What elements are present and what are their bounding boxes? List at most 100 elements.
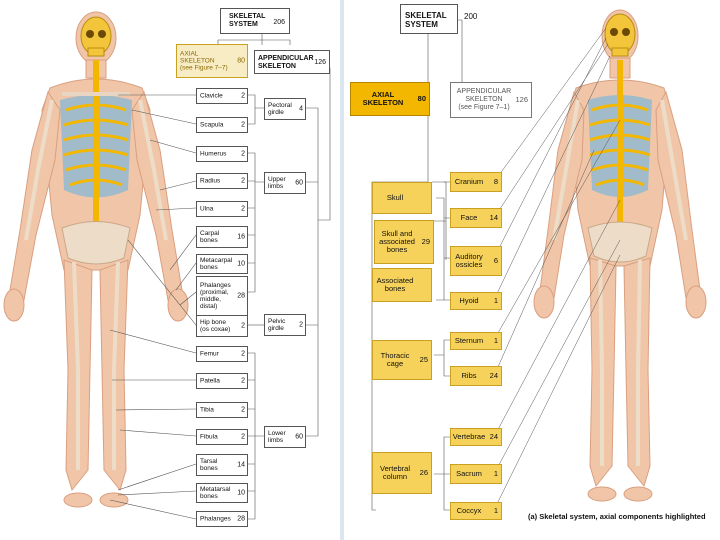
left-bone-label: Phalanges — [200, 515, 231, 523]
left-bone-label: Metacarpal bones — [200, 257, 233, 271]
right-item-box: Hyoid 1 — [450, 292, 502, 310]
left-bone-label: Phalanges (proximal, middle, distal) — [200, 282, 231, 310]
right-group-box: Skull and associated bones 29 — [374, 220, 434, 264]
right-group-box: Skull — [372, 182, 432, 214]
left-bone-box: Radius 2 — [196, 173, 248, 189]
left-bone-count: 10 — [237, 260, 245, 268]
right-group-box: Thoracic cage 25 — [372, 340, 432, 380]
right-item-label: Sacrum — [456, 469, 482, 478]
left-figure — [3, 8, 331, 520]
left-bone-box: Metacarpal bones 10 — [196, 254, 248, 274]
left-bone-label: Scapula — [200, 121, 224, 129]
left-bone-box: Clavicle 2 — [196, 88, 248, 104]
right-item-box: Sacrum 1 — [450, 464, 502, 484]
right-item-count: 1 — [493, 296, 498, 305]
right-item-box: Coccyx 1 — [450, 502, 502, 520]
left-bone-count: 28 — [237, 515, 245, 523]
left-bone-label: Femur — [200, 350, 219, 358]
left-bone-label: Ulna — [200, 205, 214, 213]
left-group-count: 4 — [299, 105, 303, 113]
left-bone-count: 2 — [241, 433, 245, 441]
right-caption: (a) Skeletal system, axial components hi… — [528, 512, 706, 521]
right-skeleton — [552, 13, 688, 466]
right-group-label: Skull — [386, 193, 404, 202]
left-bone-label: Radius — [200, 177, 221, 185]
left-bone-label: Metatarsal bones — [200, 486, 231, 500]
right-panel: SKELETAL SYSTEM 200 AXIAL SKELETON 80 AP… — [344, 0, 720, 540]
left-bone-count: 2 — [241, 377, 245, 385]
right-item-box: Face 14 — [450, 208, 502, 228]
left-bone-label: Tarsal bones — [200, 458, 218, 472]
left-bone-count: 14 — [237, 461, 245, 469]
left-bone-count: 2 — [241, 150, 245, 158]
right-item-count: 1 — [493, 336, 498, 345]
left-bone-count: 28 — [237, 292, 245, 300]
left-skeletal-system-title: SKELETAL SYSTEM — [229, 13, 266, 28]
right-figure — [371, 9, 707, 511]
left-group-label: Upper limbs — [268, 176, 286, 190]
right-item-count: 24 — [489, 371, 498, 380]
left-bone-label: Hip bone (os coxae) — [200, 319, 231, 333]
right-group-count: 26 — [419, 468, 428, 477]
left-bone-count: 16 — [237, 233, 245, 241]
panel-divider — [340, 0, 344, 540]
right-item-label: Coccyx — [456, 506, 482, 515]
left-bone-box: Hip bone (os coxae) 2 — [196, 315, 248, 337]
left-group-label: Lower limbs — [268, 430, 286, 444]
right-group-label: Vertebral column — [379, 464, 411, 481]
right-group-label: Skull and associated bones — [379, 229, 415, 254]
left-bone-box: Tibia 2 — [196, 402, 248, 418]
left-bone-count: 2 — [241, 322, 245, 330]
left-bone-count: 2 — [241, 121, 245, 129]
left-bracket-lines — [217, 8, 331, 520]
right-item-count: 1 — [493, 469, 498, 478]
left-bone-count: 2 — [241, 406, 245, 414]
left-bone-count: 2 — [241, 92, 245, 100]
left-bone-count: 2 — [241, 177, 245, 185]
left-skeletal-system-box: SKELETAL SYSTEM 206 — [220, 8, 290, 34]
left-skeleton — [24, 16, 168, 470]
left-bone-count: 2 — [241, 205, 245, 213]
left-group-label: Pelvic girdle — [268, 318, 286, 332]
right-item-label: Face — [460, 213, 478, 222]
right-item-count: 14 — [489, 213, 498, 222]
left-bone-box: Ulna 2 — [196, 201, 248, 217]
left-skeletal-system-count: 206 — [273, 19, 285, 26]
left-bone-label: Humerus — [200, 150, 227, 158]
right-axial-skeleton-box: AXIAL SKELETON 80 — [350, 82, 430, 116]
left-bone-label: Carpal bones — [200, 230, 220, 244]
right-item-count: 6 — [493, 256, 498, 265]
right-item-label: Auditory ossicles — [455, 252, 483, 269]
left-bone-label: Fibula — [200, 433, 218, 441]
left-group-count: 60 — [295, 179, 303, 187]
left-bone-box: Scapula 2 — [196, 117, 248, 133]
right-group-count: 29 — [421, 237, 430, 246]
right-item-count: 1 — [493, 506, 498, 515]
left-appendicular-skeleton-box: APPENDICULAR SKELETON 126 — [254, 50, 330, 74]
right-group-label: Thoracic cage — [380, 351, 410, 368]
left-bone-label: Clavicle — [200, 92, 223, 100]
right-item-box: Sternum 1 — [450, 332, 502, 350]
right-appendicular-skeleton-box: APPENDICULAR SKELETON (see Figure 7–1) 1… — [450, 82, 532, 118]
left-axial-skeleton-box: AXIAL SKELETON (see Figure 7–7) 80 — [176, 44, 248, 78]
left-bone-label: Tibia — [200, 406, 214, 414]
right-item-label: Sternum — [454, 336, 484, 345]
left-group-box: Lower limbs 60 — [264, 426, 306, 448]
right-item-count: 24 — [489, 432, 498, 441]
left-panel: SKELETAL SYSTEM 206 AXIAL SKELETON (see … — [0, 0, 340, 540]
right-item-label: Hyoid — [459, 296, 479, 305]
right-group-box: Vertebral column 26 — [372, 452, 432, 494]
left-group-count: 2 — [299, 321, 303, 329]
left-bone-label: Patella — [200, 377, 220, 385]
left-group-count: 60 — [295, 433, 303, 441]
right-skeletal-system-count: 200 — [464, 12, 478, 21]
left-group-box: Pelvic girdle 2 — [264, 314, 306, 336]
right-group-count: 25 — [419, 355, 428, 364]
right-group-label: Associated bones — [376, 276, 414, 293]
right-item-box: Auditory ossicles 6 — [450, 246, 502, 276]
